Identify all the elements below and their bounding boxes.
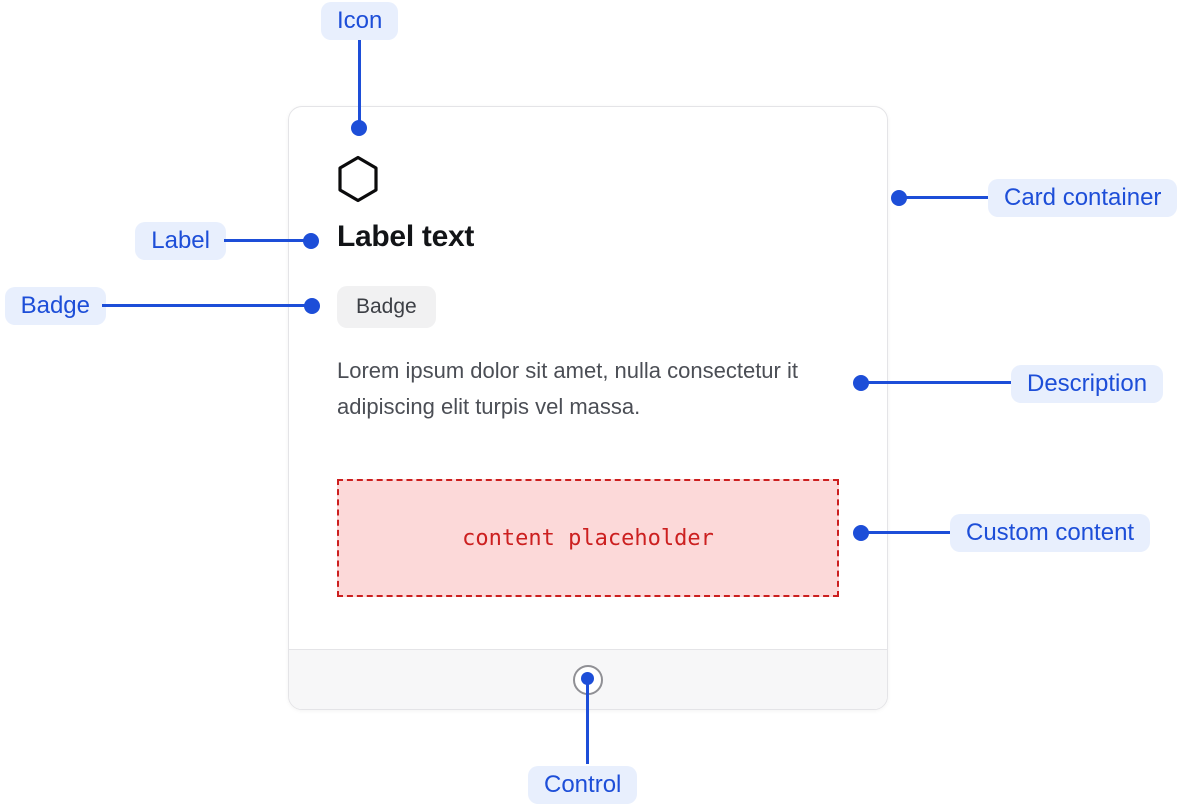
leader-line-badge — [102, 304, 312, 307]
annotation-pill-custom-content: Custom content — [950, 514, 1151, 552]
card-description: Lorem ipsum dolor sit amet, nulla consec… — [337, 358, 798, 419]
annotation-pill-control: Control — [528, 766, 638, 804]
annotation-pill-icon: Icon — [321, 2, 399, 40]
hexagon-icon — [338, 155, 378, 203]
leader-dot-control — [581, 672, 594, 685]
leader-dot-icon — [351, 120, 367, 136]
card-label-text: Label text — [337, 220, 475, 253]
annotation-pill-badge: Badge — [4, 287, 106, 325]
leader-dot-badge — [304, 298, 320, 314]
custom-content-placeholder: content placeholder — [337, 479, 839, 597]
leader-line-card-container — [899, 196, 994, 199]
card-container: Label text Badge Lorem ipsum dolor sit a… — [288, 106, 888, 710]
annotation-pill-label: Label — [135, 222, 226, 260]
card-badge: Badge — [337, 286, 436, 328]
leader-line-icon — [358, 40, 361, 126]
leader-dot-label — [303, 233, 319, 249]
annotation-pill-description: Description — [1011, 365, 1164, 403]
leader-line-control — [586, 684, 589, 764]
placeholder-text: content placeholder — [462, 525, 714, 551]
leader-line-description — [861, 381, 1016, 384]
leader-line-label — [224, 239, 310, 242]
annotation-pill-card-container: Card container — [988, 179, 1178, 217]
leader-line-custom-content — [861, 531, 956, 534]
